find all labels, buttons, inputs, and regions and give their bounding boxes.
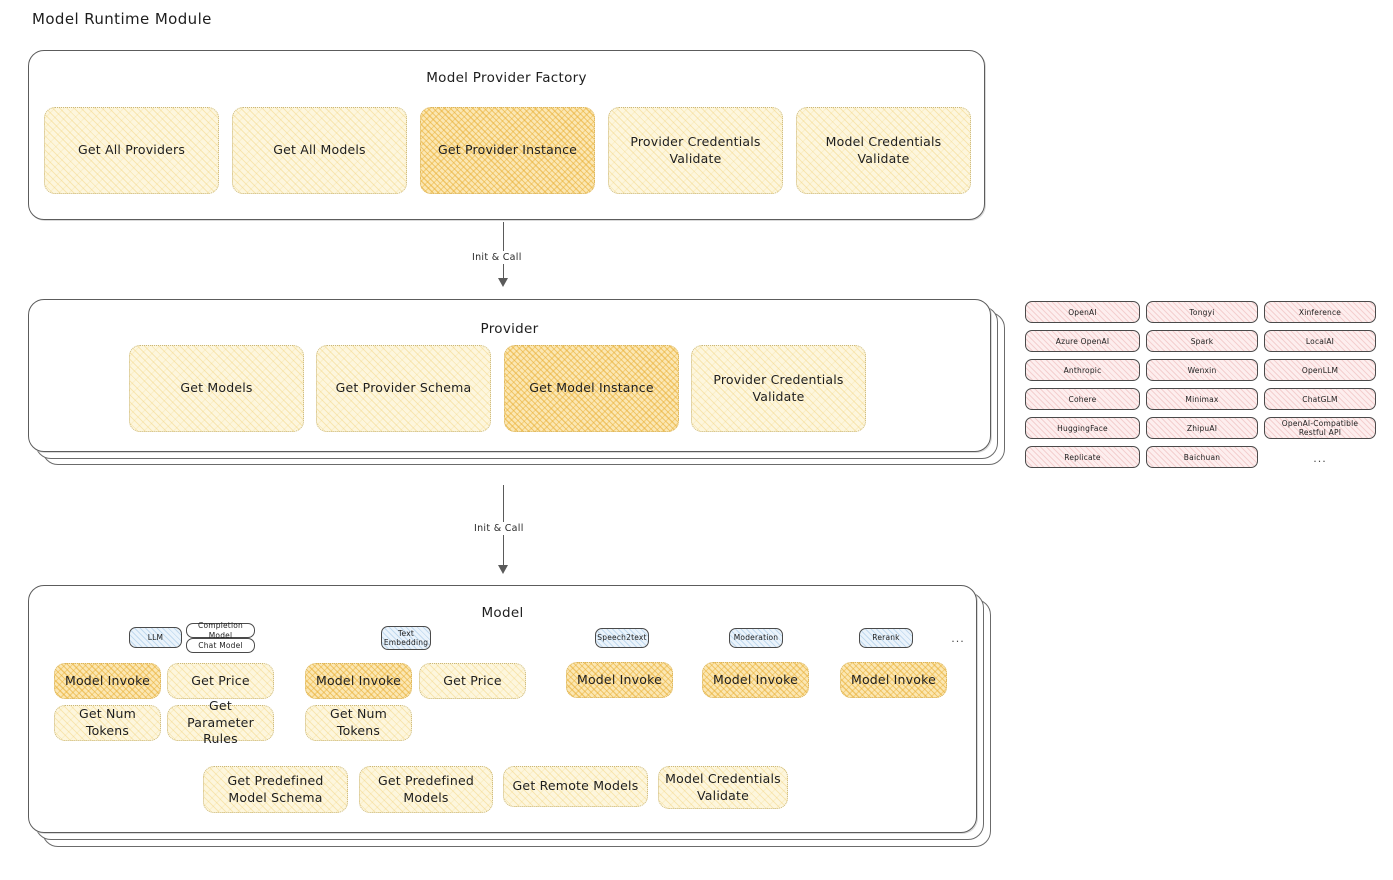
arrow-factory-to-provider-head	[498, 278, 508, 287]
factory-method-get-provider-instance[interactable]: Get Provider Instance	[420, 107, 595, 194]
model-type-badge-llm[interactable]: LLM	[129, 627, 182, 648]
model-type-subbadge-completion-model[interactable]: Completion Model	[186, 621, 255, 640]
provider-pill-wenxin[interactable]: Wenxin	[1146, 359, 1258, 381]
provider-title: Provider	[480, 321, 539, 337]
provider-pill-minimax[interactable]: Minimax	[1146, 388, 1258, 410]
model-common-method-get-predefined-model-schema[interactable]: Get Predefined Model Schema	[203, 766, 348, 813]
factory-method-get-all-providers[interactable]: Get All Providers	[44, 107, 219, 194]
factory-method-model-credentials-validate[interactable]: Model Credentials Validate	[796, 107, 971, 194]
arrow-provider-to-model-head	[498, 565, 508, 574]
provider-pill-openai[interactable]: OpenAI	[1025, 301, 1140, 323]
factory-method-get-all-models[interactable]: Get All Models	[232, 107, 407, 194]
model-types-more: ...	[951, 631, 965, 645]
model-type-subbadge-chat-model[interactable]: Chat Model	[186, 638, 255, 653]
page-title: Model Runtime Module	[32, 10, 212, 28]
provider-pill-localai[interactable]: LocalAI	[1264, 330, 1376, 352]
provider-pill-zhipuai[interactable]: ZhipuAI	[1146, 417, 1258, 439]
text-embedding-method-get-price[interactable]: Get Price	[419, 663, 526, 699]
provider-pill-baichuan[interactable]: Baichuan	[1146, 446, 1258, 468]
llm-method-get-parameter-rules[interactable]: Get Parameter Rules	[167, 698, 274, 746]
factory-method-provider-credentials-validate[interactable]: Provider Credentials Validate	[608, 107, 783, 194]
provider-pill-huggingface[interactable]: HuggingFace	[1025, 417, 1140, 439]
model-common-method-get-remote-models[interactable]: Get Remote Models	[503, 766, 648, 807]
arrow-provider-to-model-label: Init & Call	[470, 522, 528, 535]
llm-method-model-invoke[interactable]: Model Invoke	[54, 663, 161, 699]
model-type-badge-moderation[interactable]: Moderation	[729, 628, 783, 648]
model-type-badge-text-embedding[interactable]: Text Embedding	[381, 626, 431, 650]
text-embedding-method-model-invoke[interactable]: Model Invoke	[305, 663, 412, 699]
model-common-method-model-credentials-validate[interactable]: Model Credentials Validate	[658, 766, 788, 809]
provider-pill-replicate[interactable]: Replicate	[1025, 446, 1140, 468]
provider-pill-spark[interactable]: Spark	[1146, 330, 1258, 352]
provider-pill-tongyi[interactable]: Tongyi	[1146, 301, 1258, 323]
llm-method-get-price[interactable]: Get Price	[167, 663, 274, 699]
provider-method-provider-credentials-validate[interactable]: Provider Credentials Validate	[691, 345, 866, 432]
provider-pill-openai-compatible-restful-api[interactable]: OpenAI-Compatible Restful API	[1264, 417, 1376, 439]
provider-method-get-models[interactable]: Get Models	[129, 345, 304, 432]
provider-list-more: ...	[1313, 451, 1327, 465]
speech2text-method-model-invoke[interactable]: Model Invoke	[566, 662, 673, 698]
provider-pill-chatglm[interactable]: ChatGLM	[1264, 388, 1376, 410]
provider-method-get-model-instance[interactable]: Get Model Instance	[504, 345, 679, 432]
model-type-badge-speech2text[interactable]: Speech2text	[595, 628, 649, 648]
llm-method-get-num-tokens[interactable]: Get Num Tokens	[54, 705, 161, 741]
model-provider-factory-title: Model Provider Factory	[426, 70, 587, 86]
provider-pill-azure-openai[interactable]: Azure OpenAI	[1025, 330, 1140, 352]
model-common-method-get-predefined-models[interactable]: Get Predefined Models	[359, 766, 493, 813]
provider-pill-anthropic[interactable]: Anthropic	[1025, 359, 1140, 381]
model-title: Model	[481, 605, 524, 621]
provider-pill-xinference[interactable]: Xinference	[1264, 301, 1376, 323]
text-embedding-method-get-num-tokens[interactable]: Get Num Tokens	[305, 705, 412, 741]
model-type-badge-rerank[interactable]: Rerank	[859, 628, 913, 648]
provider-pill-openllm[interactable]: OpenLLM	[1264, 359, 1376, 381]
moderation-method-model-invoke[interactable]: Model Invoke	[702, 662, 809, 698]
provider-pill-cohere[interactable]: Cohere	[1025, 388, 1140, 410]
provider-method-get-provider-schema[interactable]: Get Provider Schema	[316, 345, 491, 432]
rerank-method-model-invoke[interactable]: Model Invoke	[840, 662, 947, 698]
arrow-factory-to-provider-label: Init & Call	[468, 251, 526, 264]
